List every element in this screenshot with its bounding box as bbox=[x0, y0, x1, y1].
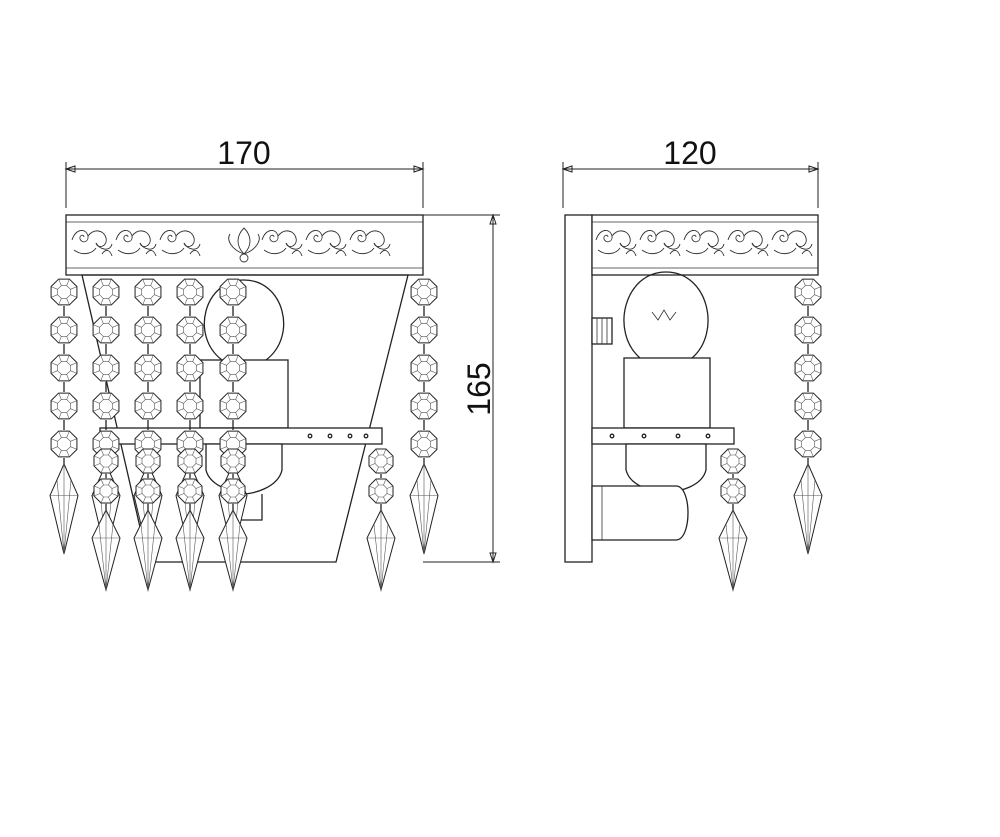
central-flower-motif bbox=[228, 227, 260, 263]
crystal-bead bbox=[220, 478, 246, 504]
crystal-strand bbox=[409, 278, 439, 555]
crystal-bead bbox=[220, 448, 246, 474]
crystal-bead bbox=[50, 392, 78, 420]
crystal-bead bbox=[794, 354, 822, 382]
crystal-bead bbox=[219, 392, 247, 420]
crystal-bead bbox=[134, 278, 162, 306]
crystal-bead bbox=[134, 392, 162, 420]
crystal-bead bbox=[410, 316, 438, 344]
width-label: 170 bbox=[217, 135, 270, 171]
crystal-bead bbox=[92, 392, 120, 420]
crystal-bead bbox=[410, 392, 438, 420]
wall-sconce-side-view-icon bbox=[564, 214, 823, 592]
crystal-bead bbox=[135, 478, 161, 504]
height-label: 165 bbox=[461, 362, 497, 415]
crystal-strand bbox=[175, 448, 205, 592]
crystal-pendant bbox=[175, 508, 205, 592]
crystal-strand bbox=[133, 448, 163, 592]
crystal-bead bbox=[720, 448, 746, 474]
crystal-bead bbox=[410, 430, 438, 458]
crystal-bead bbox=[50, 278, 78, 306]
crystal-bead bbox=[93, 448, 119, 474]
crystal-bead bbox=[176, 316, 204, 344]
crystal-bead bbox=[135, 448, 161, 474]
crystal-pendant bbox=[366, 508, 396, 592]
crystal-bead bbox=[368, 478, 394, 504]
wall-sconce-front-view-icon bbox=[49, 214, 439, 592]
crystal-bead bbox=[134, 354, 162, 382]
crystal-bead bbox=[794, 430, 822, 458]
crystal-bead bbox=[50, 430, 78, 458]
crystal-bead bbox=[92, 316, 120, 344]
crystal-bead bbox=[794, 316, 822, 344]
crystal-bead bbox=[176, 392, 204, 420]
crystal-strand bbox=[218, 448, 248, 592]
dimension-height-front: 165 bbox=[423, 213, 500, 564]
crystal-bead bbox=[794, 392, 822, 420]
crystal-bead bbox=[219, 278, 247, 306]
crystal-bead bbox=[410, 278, 438, 306]
crystal-bead bbox=[134, 316, 162, 344]
crystal-strand bbox=[49, 278, 79, 555]
crystal-strand bbox=[718, 448, 748, 592]
crystal-strand bbox=[793, 278, 823, 555]
dimension-depth-side: 120 bbox=[561, 135, 820, 208]
crystal-pendant bbox=[793, 462, 823, 555]
crystal-pendant bbox=[718, 508, 748, 592]
crystal-bead bbox=[177, 448, 203, 474]
side-view bbox=[564, 214, 823, 592]
crystal-bead bbox=[219, 354, 247, 382]
crystal-bead bbox=[176, 354, 204, 382]
crystal-bead bbox=[50, 354, 78, 382]
crystal-strands-side bbox=[718, 278, 823, 592]
crystal-pendant bbox=[49, 462, 79, 555]
crystal-bead bbox=[720, 478, 746, 504]
crystal-pendant bbox=[218, 508, 248, 592]
crystal-bead bbox=[92, 278, 120, 306]
crystal-bead bbox=[177, 478, 203, 504]
crystal-bead bbox=[92, 354, 120, 382]
crystal-bead bbox=[93, 478, 119, 504]
crystal-pendant bbox=[91, 508, 121, 592]
crystal-bead bbox=[410, 354, 438, 382]
crystal-bead bbox=[219, 316, 247, 344]
crystal-pendant bbox=[409, 462, 439, 555]
crystal-bead bbox=[368, 448, 394, 474]
crystal-bead bbox=[50, 316, 78, 344]
crystal-strand bbox=[366, 448, 396, 592]
crystal-strands bbox=[49, 278, 439, 592]
crystal-strand bbox=[91, 448, 121, 592]
crystal-bead bbox=[176, 278, 204, 306]
crystal-bead bbox=[794, 278, 822, 306]
depth-label: 120 bbox=[663, 135, 716, 171]
front-view bbox=[49, 214, 439, 592]
dimension-width-front: 170 bbox=[64, 135, 425, 208]
crystal-pendant bbox=[133, 508, 163, 592]
